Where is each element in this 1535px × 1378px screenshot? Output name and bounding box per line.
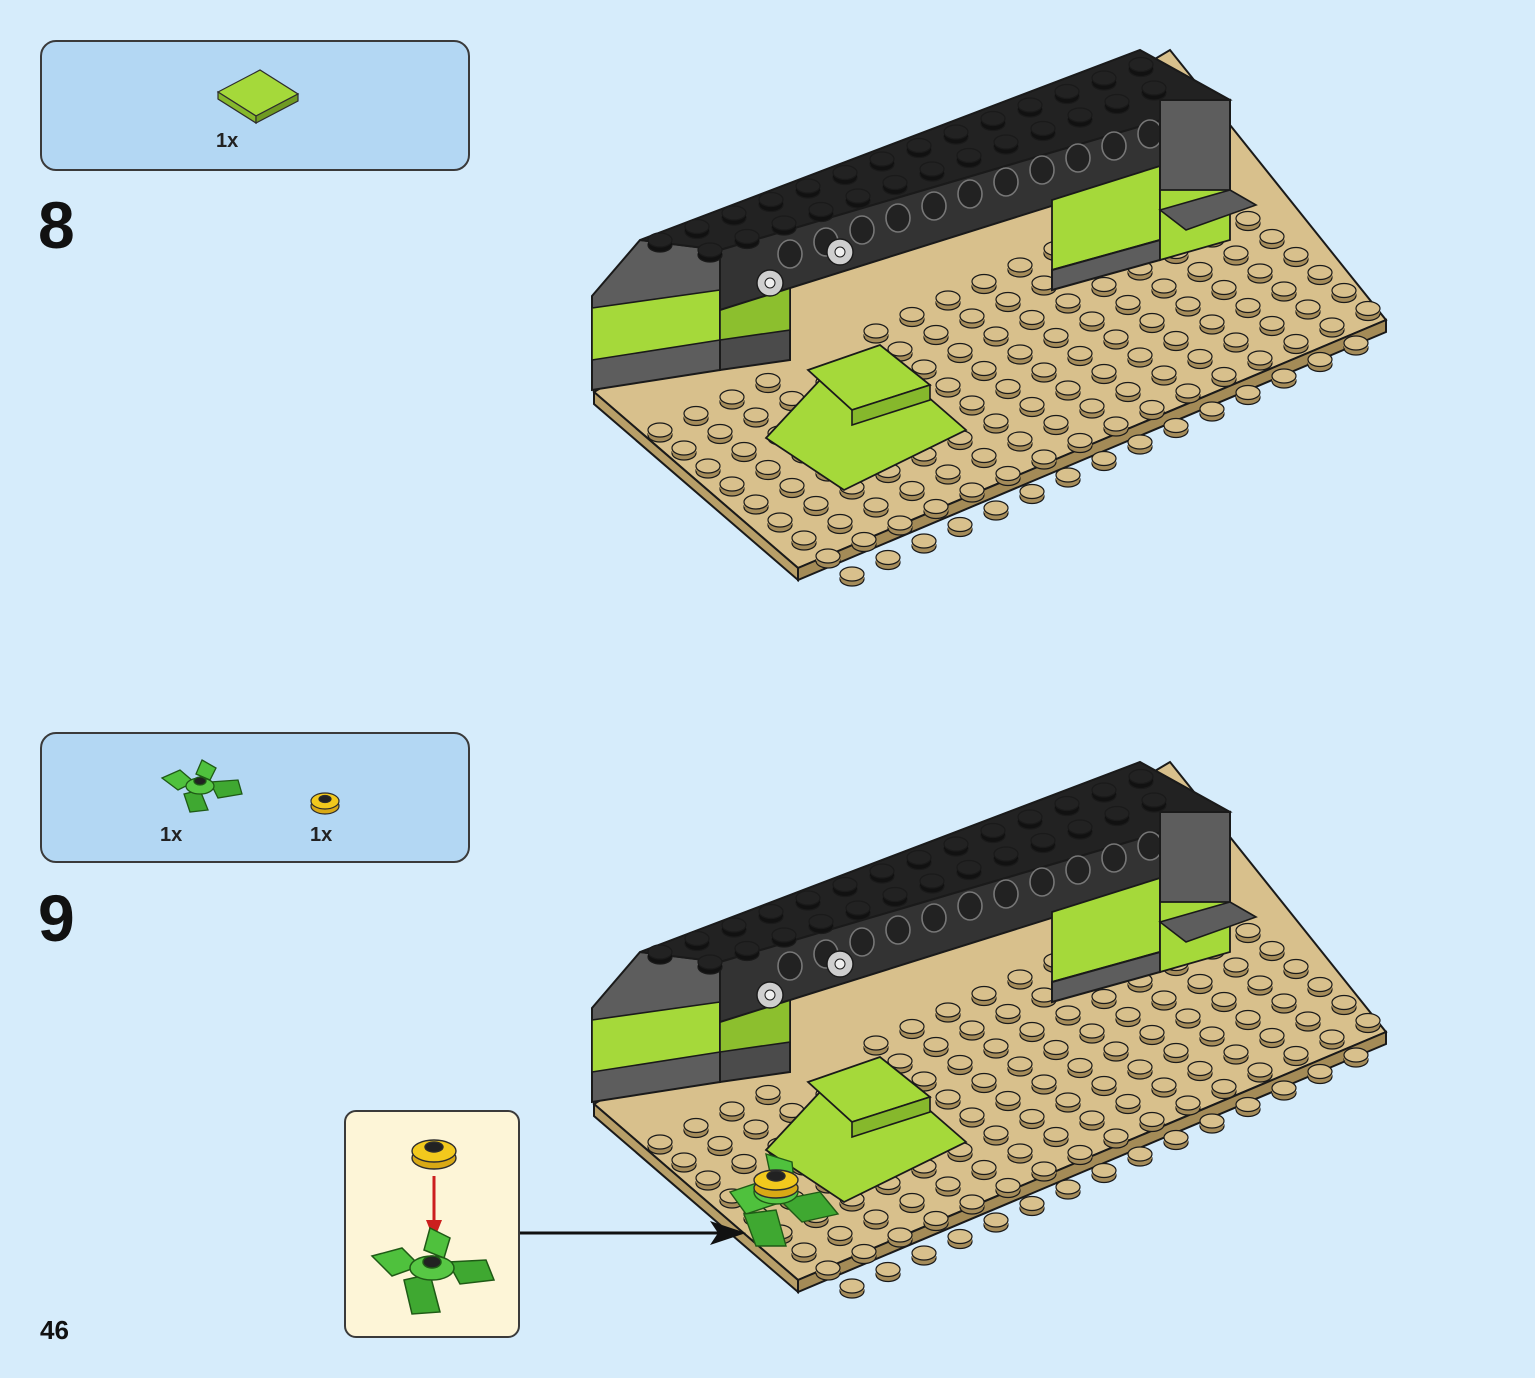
step-8-parts-box: 1x [40,40,470,171]
attached-flower [728,1152,840,1247]
green-leaf-plate-icon [370,1226,496,1315]
lime-tile-icon [216,69,300,125]
step-8-model-illustration [591,48,1388,587]
part-quantity: 1x [310,824,333,846]
model-group [591,48,1388,587]
model-group [591,760,1388,1299]
part-quantity: 1x [160,824,183,846]
green-leaf-plate-icon [160,759,243,813]
step-9-parts-box: 1x 1x [40,732,470,863]
page-number: 46 [40,1315,69,1345]
part-quantity: 1x [216,130,239,152]
step-9-model-illustration [591,760,1388,1299]
yellow-flower-icon [310,792,340,815]
callout-pointer-arrow [520,1221,746,1245]
step-number: 9 [38,881,75,955]
step-number: 8 [38,188,75,262]
yellow-flower-icon [411,1139,457,1170]
sub-assembly-callout [344,1110,520,1338]
